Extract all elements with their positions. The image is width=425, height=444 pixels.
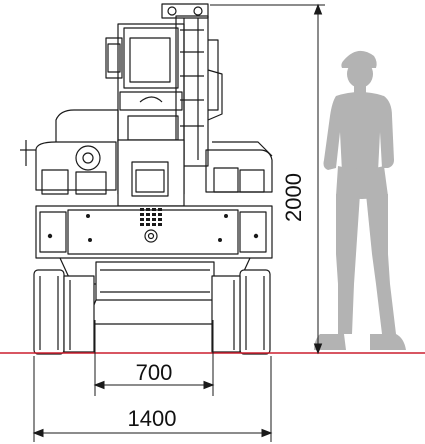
tow-eye [144, 229, 158, 243]
left-console [20, 109, 119, 195]
inner-width-dimension [93, 320, 215, 396]
right-track [211, 269, 271, 355]
inner-width-dimension-label: 700 [136, 360, 173, 385]
human-silhouette [314, 50, 406, 350]
outer-width-dimension-label: 1400 [128, 406, 177, 431]
height-dimension [210, 3, 325, 355]
height-dimension-label: 2000 [281, 173, 306, 222]
outer-width-dimension [32, 356, 273, 442]
right-console [205, 141, 273, 193]
undercarriage [59, 257, 251, 325]
spider-lift-machine [20, 3, 273, 355]
central-column [117, 139, 185, 207]
keypad [140, 208, 162, 226]
left-track [33, 269, 95, 355]
